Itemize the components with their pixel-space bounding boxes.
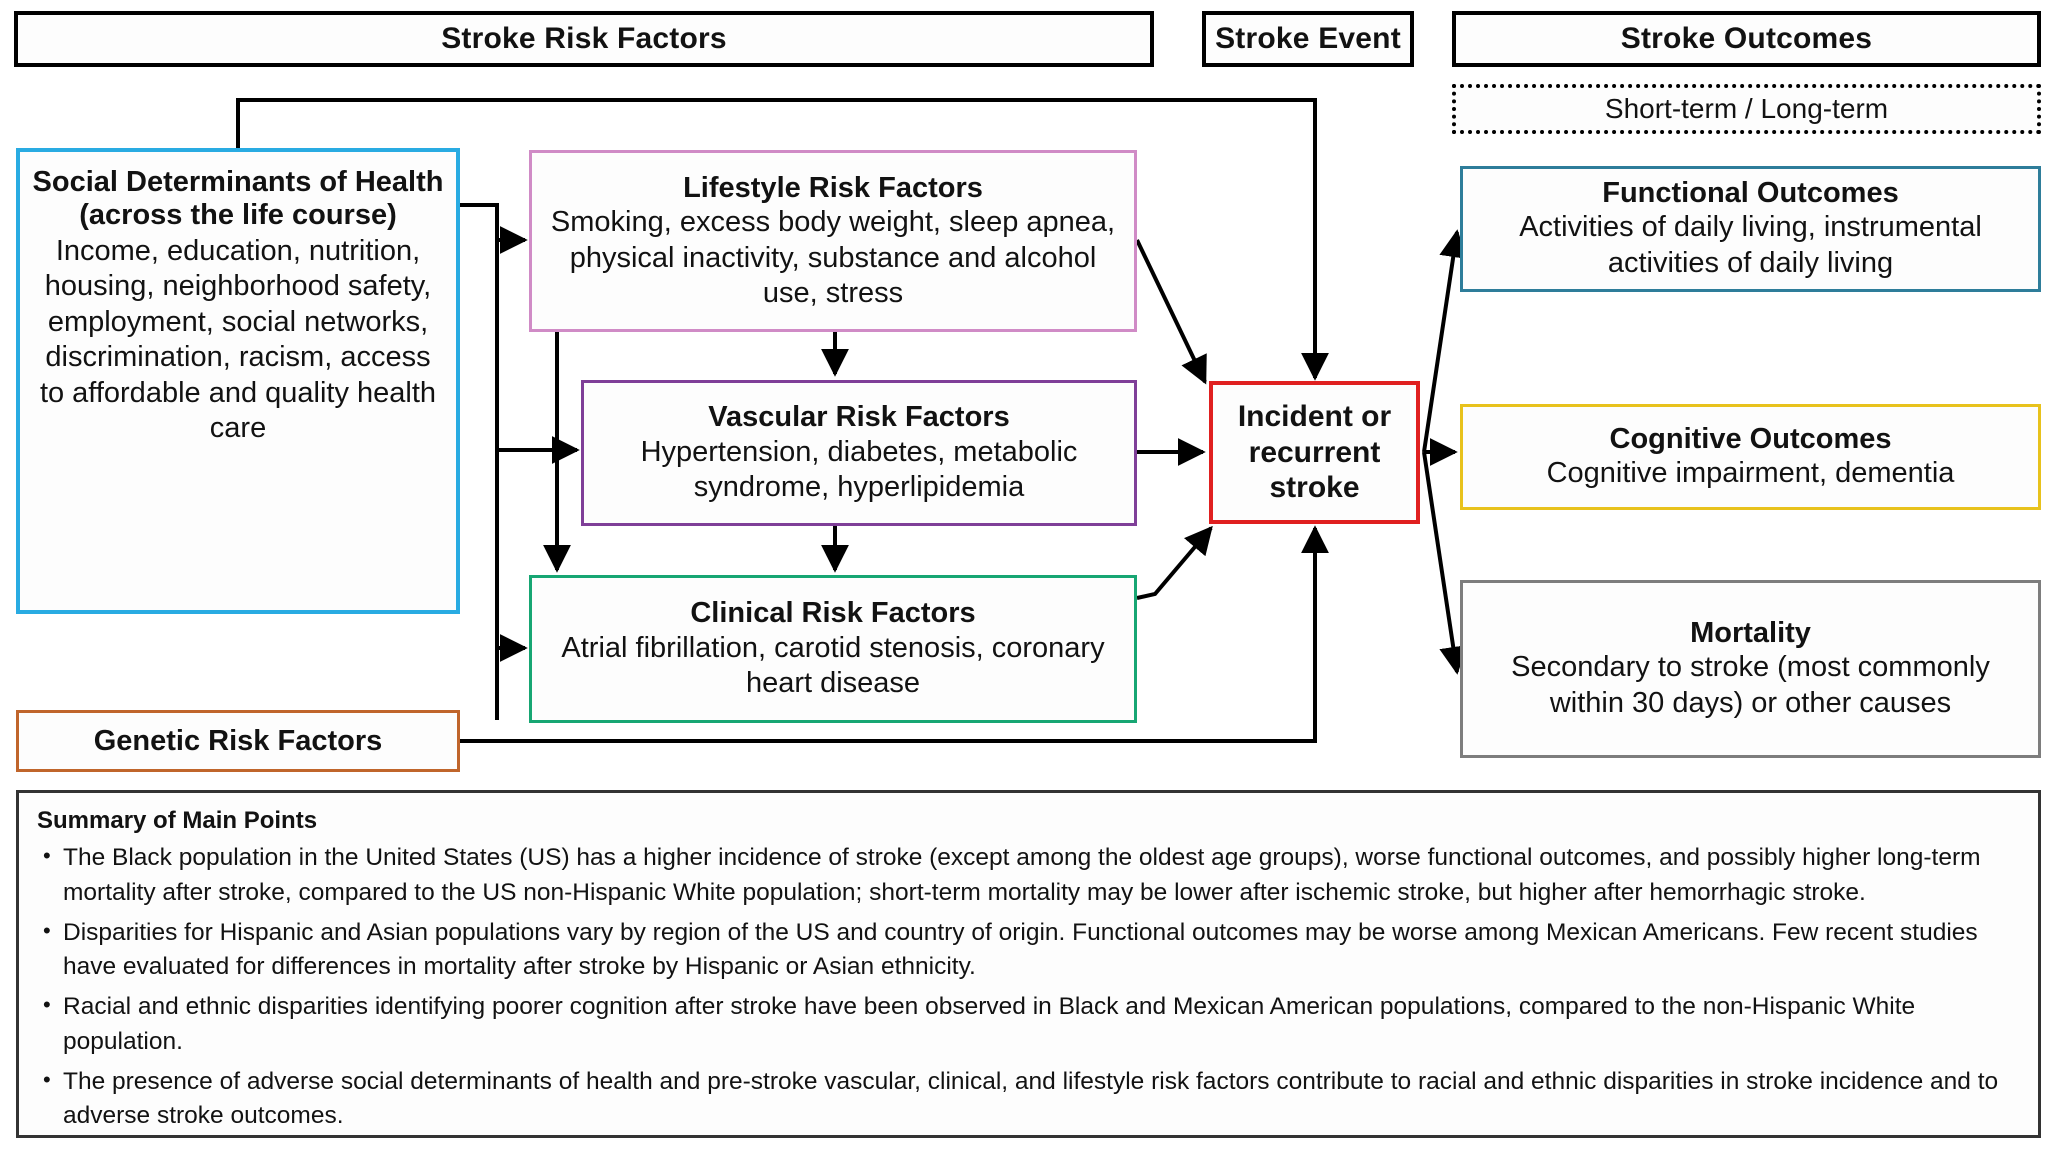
summary-bullet: Disparities for Hispanic and Asian popul… <box>37 915 2020 986</box>
functional-body: Activities of daily living, instrumental… <box>1519 211 1982 280</box>
node-social-determinants-of-health: Social Determinants of Health (across th… <box>16 148 460 614</box>
node-genetic-risk-factors: Genetic Risk Factors <box>16 710 460 772</box>
node-lifestyle-risk-factors: Lifestyle Risk Factors Smoking, excess b… <box>529 150 1137 332</box>
summary-bullet-list: The Black population in the United State… <box>37 840 2020 1135</box>
mortality-body: Secondary to stroke (most commonly withi… <box>1511 651 1990 720</box>
clinical-body: Atrial fibrillation, carotid stenosis, c… <box>561 632 1105 700</box>
summary-bullet: Racial and ethnic disparities identifyin… <box>37 989 2020 1060</box>
edge-stroke-to-functional <box>1422 229 1468 453</box>
summary-title: Summary of Main Points <box>37 807 318 834</box>
summary-bullet: The presence of adverse social determina… <box>37 1064 2020 1135</box>
banner-stroke-event: Stroke Event <box>1202 11 1414 67</box>
edge-stroke-to-mortality <box>1422 451 1468 675</box>
node-vascular-risk-factors: Vascular Risk Factors Hypertension, diab… <box>581 380 1137 526</box>
banner-outcomes-label: Stroke Outcomes <box>1620 22 1873 55</box>
node-functional-outcomes: Functional Outcomes Activities of daily … <box>1460 166 2041 292</box>
edge-lifestyle-to-stroke <box>1135 239 1207 385</box>
node-incident-or-recurrent-stroke: Incident or recurrent stroke <box>1209 381 1420 524</box>
node-cognitive-outcomes: Cognitive Outcomes Cognitive impairment,… <box>1460 404 2041 510</box>
cognitive-body: Cognitive impairment, dementia <box>1546 457 1955 490</box>
node-mortality: Mortality Secondary to stroke (most comm… <box>1460 580 2041 758</box>
term-label: Short-term / Long-term <box>1604 93 1889 124</box>
lifestyle-title: Lifestyle Risk Factors <box>683 171 983 204</box>
functional-title: Functional Outcomes <box>1602 176 1899 209</box>
summary-bullet: The Black population in the United State… <box>37 840 2020 911</box>
banner-stroke-outcomes: Stroke Outcomes <box>1452 11 2041 67</box>
sdoh-title: Social Determinants of Health <box>32 166 444 198</box>
vascular-title: Vascular Risk Factors <box>708 401 1010 434</box>
banner-stroke-risk-factors: Stroke Risk Factors <box>14 11 1154 67</box>
sdoh-body: Income, education, nutrition, housing, n… <box>39 235 437 444</box>
summary-panel: Summary of Main Points The Black populat… <box>16 790 2041 1138</box>
cognitive-title: Cognitive Outcomes <box>1609 422 1892 455</box>
sdoh-subtitle: (across the life course) <box>79 199 397 232</box>
short-term-long-term-label: Short-term / Long-term <box>1452 84 2041 134</box>
edge-sdoh-trunk <box>460 203 499 720</box>
vascular-body: Hypertension, diabetes, metabolic syndro… <box>640 436 1078 504</box>
banner-event-label: Stroke Event <box>1215 22 1401 55</box>
lifestyle-body: Smoking, excess body weight, sleep apnea… <box>550 206 1116 310</box>
clinical-title: Clinical Risk Factors <box>690 597 976 630</box>
edge-clinical-to-stroke <box>1136 525 1213 600</box>
genetic-title: Genetic Risk Factors <box>93 724 383 757</box>
node-clinical-risk-factors: Clinical Risk Factors Atrial fibrillatio… <box>529 575 1137 723</box>
stroke-title: Incident or recurrent stroke <box>1237 400 1392 505</box>
banner-risk-label: Stroke Risk Factors <box>441 22 727 55</box>
mortality-title: Mortality <box>1690 616 1811 649</box>
